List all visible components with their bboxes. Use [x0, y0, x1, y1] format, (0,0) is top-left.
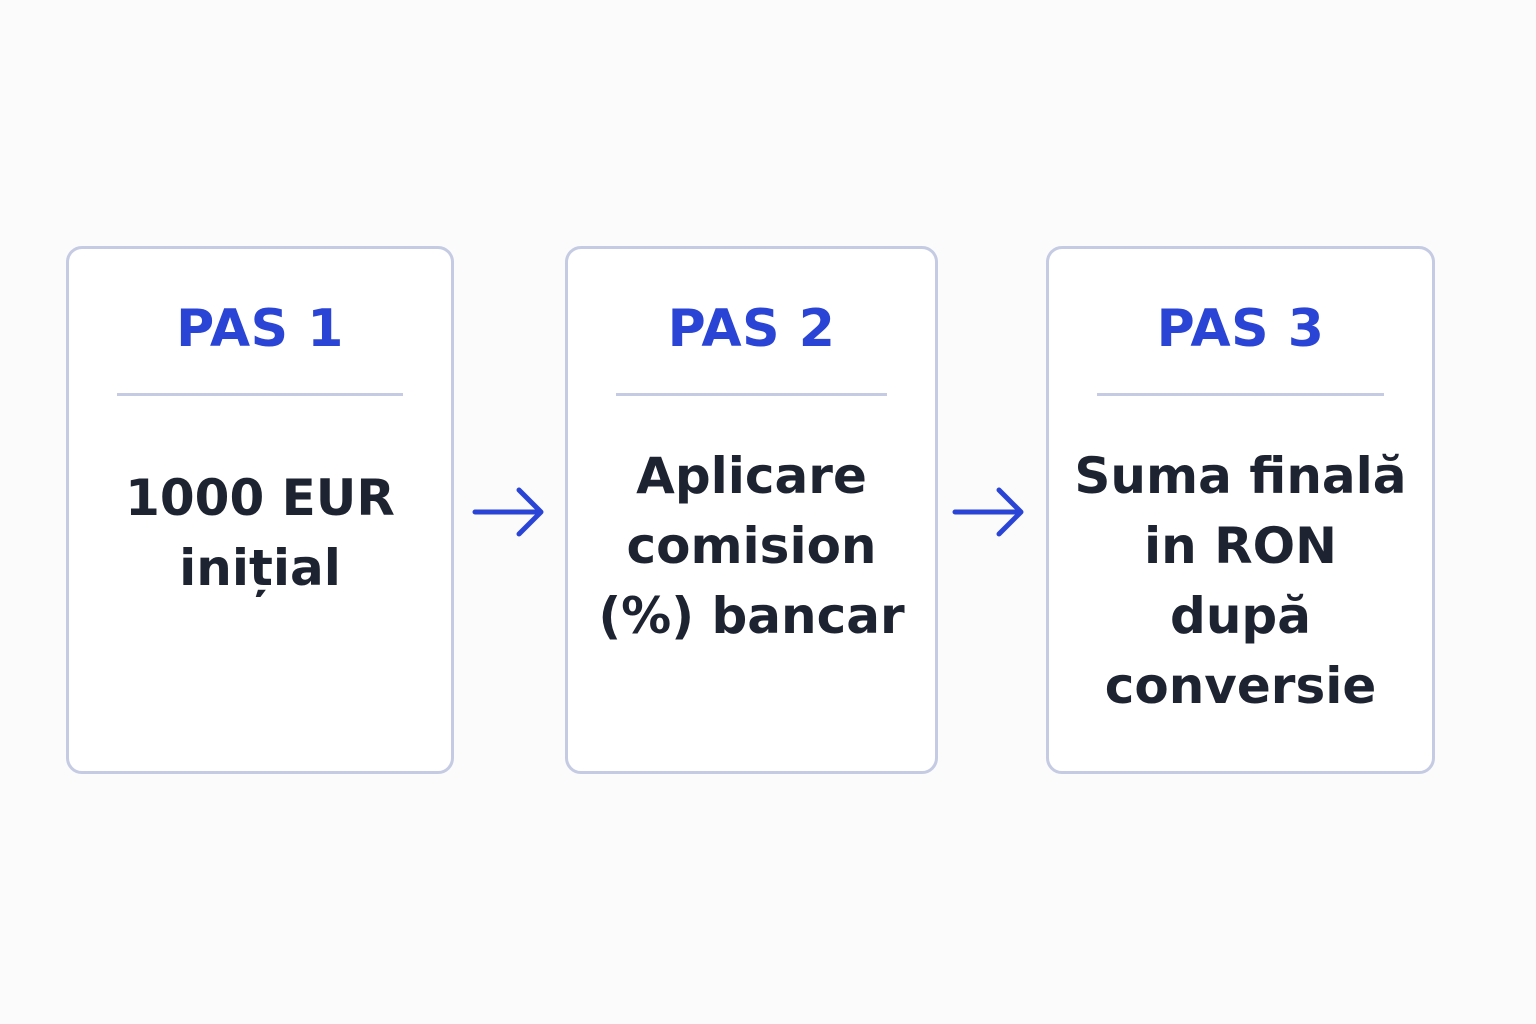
- step-description: Suma finală in RON după conversie: [1074, 447, 1407, 715]
- arrow-right-icon: [471, 482, 547, 542]
- arrow-right-icon: [951, 482, 1027, 542]
- step-description: 1000 EUR inițial: [125, 469, 395, 597]
- step-card-3: PAS 3 Suma finală in RON după conversie: [1046, 246, 1435, 774]
- divider: [1097, 393, 1384, 396]
- step-title: PAS 3: [1156, 299, 1325, 359]
- step-card-2: PAS 2 Aplicare comision (%) bancar: [565, 246, 938, 774]
- step-card-1: PAS 1 1000 EUR inițial: [66, 246, 454, 774]
- divider: [616, 393, 887, 396]
- step-description: Aplicare comision (%) bancar: [598, 447, 905, 645]
- step-title: PAS 2: [667, 299, 836, 359]
- divider: [117, 393, 403, 396]
- step-title: PAS 1: [176, 299, 344, 359]
